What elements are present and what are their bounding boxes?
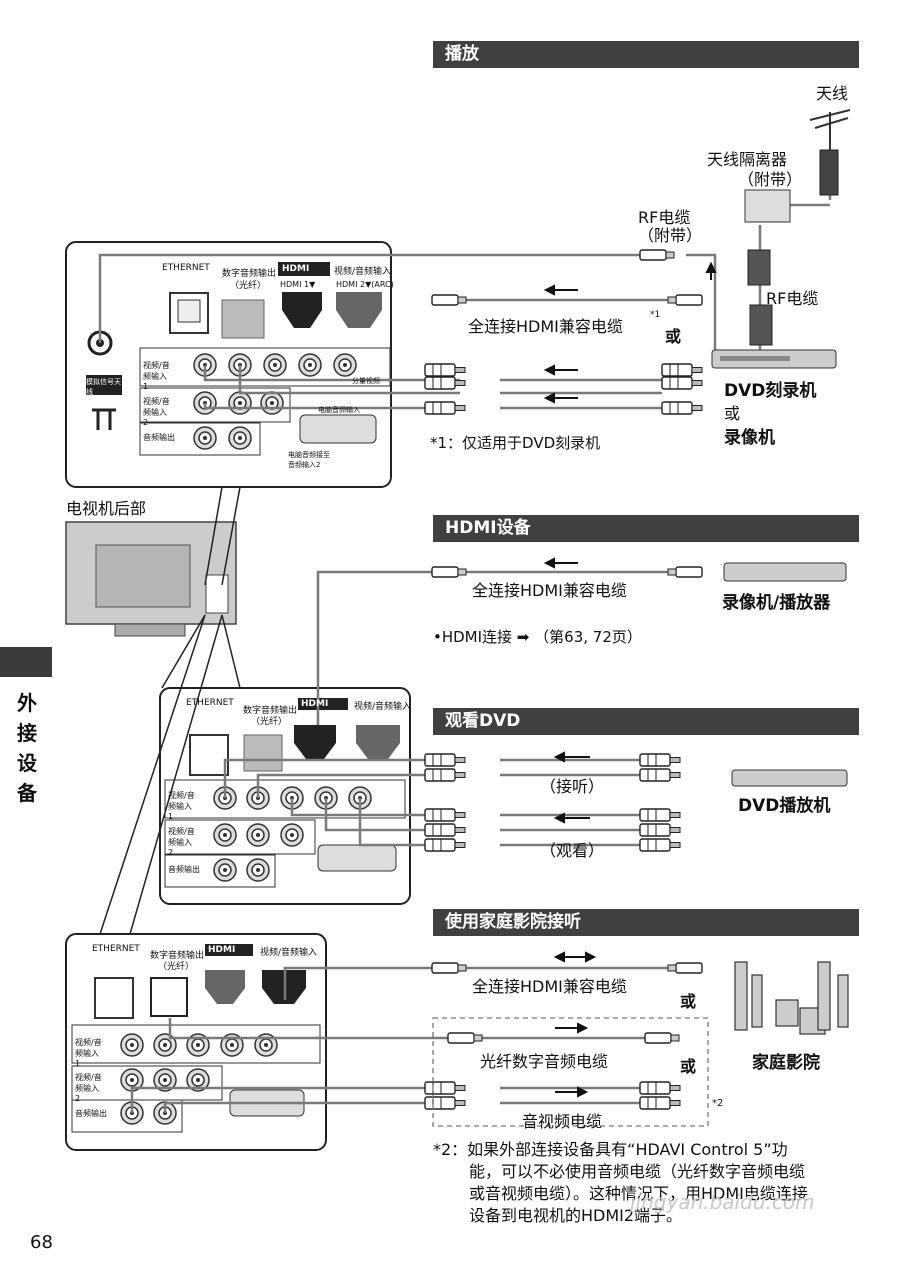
analog-antenna-label: 模拟信号天线 [86,378,121,396]
top-digital-out-sub: （光纤） [230,281,267,291]
vcr-player-icon [723,562,847,582]
optional-cables-frame [432,1017,709,1127]
tv-back-label: 电视机后部 [66,499,147,518]
bot-digital-out-label: 数字音频输出 [150,951,205,961]
splitter-icon [744,189,791,223]
playback-hdmi-cable-label: 全连接HDMI兼容电缆 [468,317,623,336]
hdmi-device-cable-label: 全连接HDMI兼容电缆 [472,581,627,600]
top-av2-label: 视频/音频输入 2 [143,397,170,427]
antenna-icon [809,109,851,150]
rf-cable-sub-label: （附带） [638,226,703,245]
playback-or1: 或 [665,327,682,346]
rf-cable-label: RF电缆 [638,208,691,227]
mid-audio-out-label: 音频输出 [168,865,200,874]
section-dvd-header: 观看DVD [433,708,859,735]
top-av1-label: 视频/音频输入 1 [143,361,170,391]
dvd-recorder-label: DVD刻录机 [724,381,817,401]
mid-av1-label: 视频/音频输入 1 [168,791,195,821]
note2-mark: *2 [712,1098,724,1109]
bot-audio-out-label: 音频输出 [75,1109,107,1118]
top-hdmi1-label: HDMI 1▼ [280,280,316,289]
top-pc-in-label: 电脑音频输入 [318,406,360,414]
tv-back-illustration [65,521,237,637]
dvd-player-label: DVD播放机 [738,796,831,816]
home-theater-label: 家庭影院 [752,1053,820,1073]
bot-av2-label: 视频/音频输入 2 [75,1073,102,1103]
ht-hdmi-cable-label: 全连接HDMI兼容电缆 [472,977,627,996]
side-tab [0,647,52,677]
ht-or1: 或 [680,992,697,1011]
mid-av-in-label: 视频/音频输入 [354,702,412,712]
rf-cable2-label: RF电缆 [766,289,819,308]
home-theater-icon [734,961,849,1035]
bot-hdmi-logo: HDMI [208,945,236,955]
section-home-theater-header: 使用家庭影院接听 [433,909,859,936]
top-av-in-label: 视频/音频输入 [334,267,392,277]
antenna-cable-plug [819,149,839,196]
vcr-label: 录像机 [724,428,775,448]
tv-panel-middle [159,687,411,905]
top-hdmi2-label: HDMI 2▼(ARC) [336,280,394,289]
top-hdmi-logo: HDMI [282,264,310,274]
note2-line3: 或音视频电缆）。这种情况下，用HDMI电缆连接 [469,1184,808,1203]
ht-or2: 或 [680,1057,697,1076]
mid-hdmi-logo: HDMI [301,699,329,709]
mid-digital-out-sub: （光纤） [251,717,288,727]
top-component-label: 分量视频 [352,377,380,385]
bot-ethernet-label: ETHERNET [92,944,140,954]
note1-text: *1：仅适用于DVD刻录机 [430,434,601,452]
playback-or2: 或 [724,404,741,423]
dvd-player-icon [731,769,848,787]
watch-label: （观看） [540,841,605,860]
bot-av-in-label: 视频/音频输入 [260,948,318,958]
mid-av2-label: 视频/音频输入 2 [168,827,195,857]
bot-av1-label: 视频/音频输入 1 [75,1038,102,1068]
page-number: 68 [30,1232,53,1253]
splitter-label: 天线隔离器 [707,150,788,169]
note2-line2: 能，可以不必使用音频电缆（光纤数字音频电缆 [469,1162,806,1181]
listen-label: （接听） [540,777,605,796]
top-audio-out-label: 音频输出 [143,433,175,442]
mid-ethernet-label: ETHERNET [186,698,234,708]
splitter-sub-label: （附带） [738,170,803,189]
mid-digital-out-label: 数字音频输出 [243,706,298,716]
antenna-label: 天线 [816,84,849,103]
watermark: jingyan.baidu.com [630,1190,815,1214]
note2-line1: *2：如果外部连接设备具有“HDAVI Control 5”功 [433,1140,788,1159]
tv-panel-top [65,241,392,488]
bot-digital-out-sub: （光纤） [158,962,195,972]
optical-cable-label: 光纤数字音频电缆 [480,1052,609,1071]
note2-line4: 设备到电视机的HDMI2端子。 [469,1206,683,1225]
hdmi-connection-note: •HDMI连接 ➡ （第63, 72页） [433,628,642,646]
top-ethernet-label: ETHERNET [162,263,210,273]
av-cable-label: 音视频电缆 [522,1112,603,1131]
side-tab-label: 外接设备 [17,691,37,805]
section-playback-header: 播放 [433,41,859,68]
note1-mark: *1 [650,310,661,320]
vcr-player-label: 录像机/播放器 [722,593,831,613]
top-digital-out-label: 数字音频输出 [222,269,277,279]
section-hdmi-header: HDMI设备 [433,515,859,542]
top-pc-note-label: 电脑音频接至音频输入2 [288,451,330,469]
